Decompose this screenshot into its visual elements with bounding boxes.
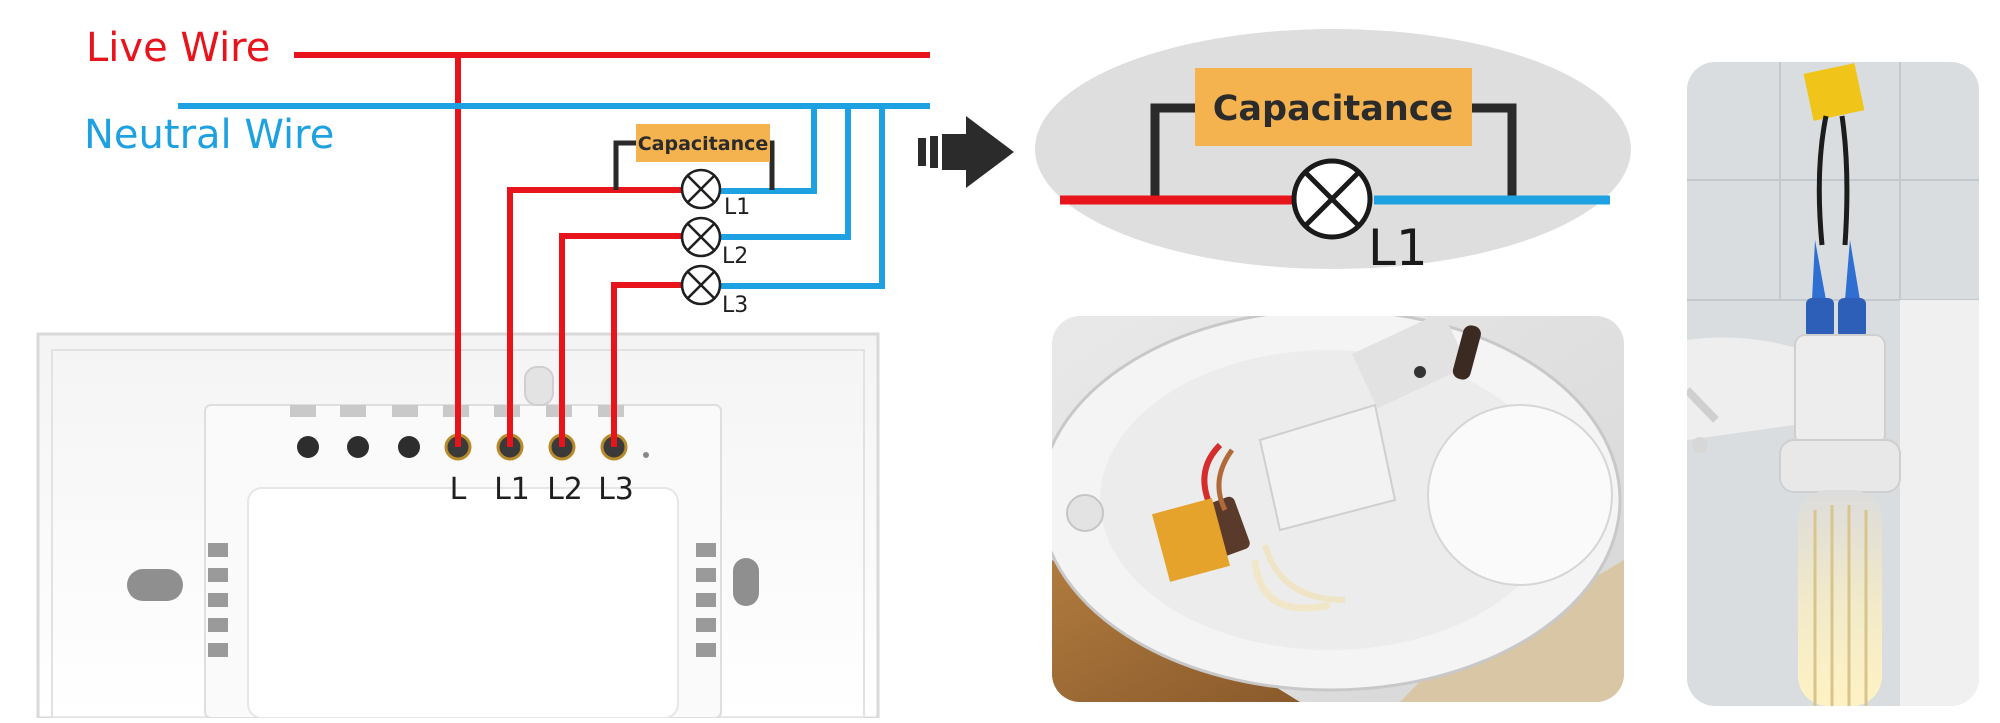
lamp-icon bbox=[680, 216, 722, 258]
vent-left bbox=[208, 543, 228, 657]
l3-switched-line bbox=[611, 282, 682, 447]
lamp-icon bbox=[680, 264, 722, 306]
l2-switched-line bbox=[559, 233, 682, 447]
inset-lamp-label: L1 bbox=[1368, 219, 1428, 277]
lamp-label-l2: L2 bbox=[722, 244, 748, 269]
neutral-wire-label: Neutral Wire bbox=[84, 112, 334, 158]
vent-right bbox=[696, 543, 716, 657]
terminal-label-l3: L3 bbox=[598, 472, 634, 507]
terminal-label-l2: L2 bbox=[547, 472, 583, 507]
lamp-label-l1: L1 bbox=[724, 195, 750, 220]
lamp-icon bbox=[1291, 158, 1373, 240]
ceiling-light-photo bbox=[1052, 316, 1624, 702]
terminal-label-l1: L1 bbox=[494, 472, 530, 507]
right-arrow-icon bbox=[918, 116, 1014, 188]
live-wire-label: Live Wire bbox=[86, 25, 270, 71]
l1-switched-line bbox=[507, 187, 682, 447]
capacitance-box bbox=[636, 124, 770, 162]
wiring-lines bbox=[178, 52, 930, 447]
lamp-label-l3: L3 bbox=[722, 293, 748, 318]
terminal-label-l: L bbox=[450, 472, 467, 507]
capacitance-label: Capacitance bbox=[638, 133, 769, 155]
unused-terminals bbox=[297, 436, 420, 458]
inset-capacitance-box bbox=[1195, 68, 1472, 146]
capacitor-detail-inset: Capacitance L1 bbox=[1035, 29, 1631, 277]
lamp-icon bbox=[680, 168, 722, 210]
hanging-bulb-photo bbox=[1687, 62, 1979, 706]
inset-capacitance-label: Capacitance bbox=[1213, 89, 1453, 129]
